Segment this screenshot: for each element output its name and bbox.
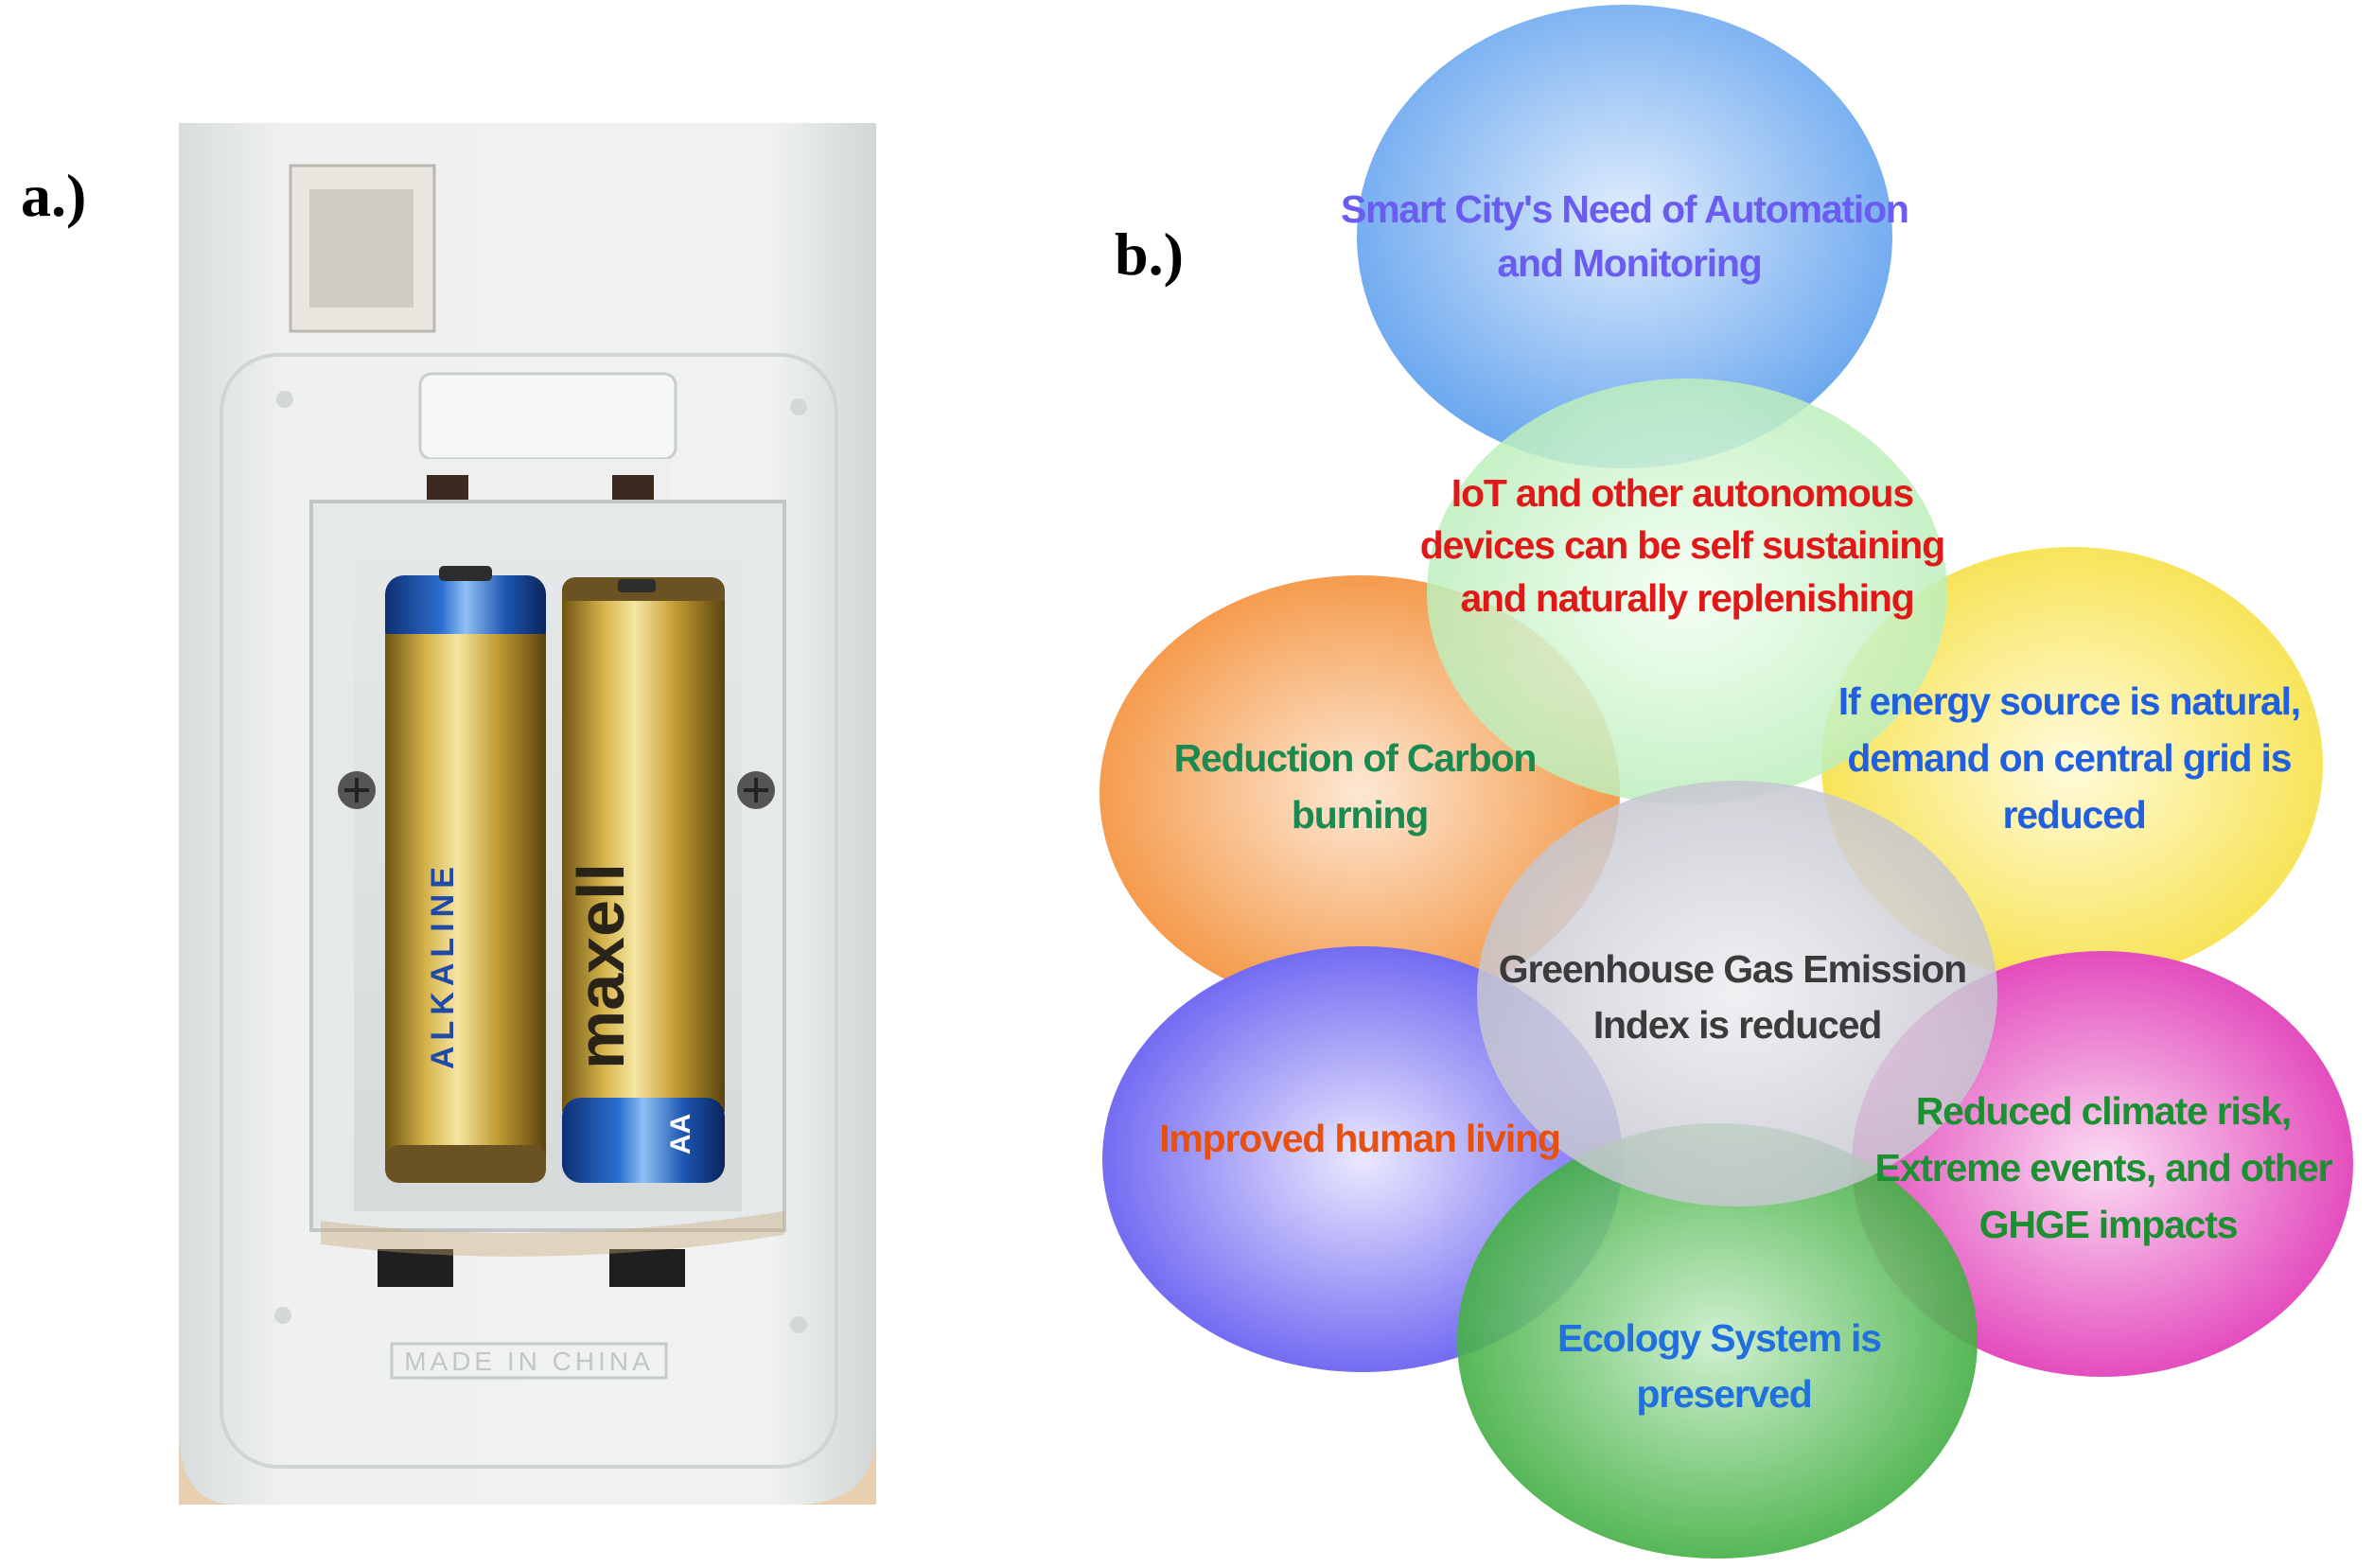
panel-label-a: a.) [21, 162, 87, 229]
battery-left-type: ALKALINE [425, 861, 461, 1069]
remote-battery-compartment-photo: ALKALINE maxell AA MADE IN CHINA [179, 123, 876, 1505]
bubble-center [1477, 781, 1997, 1207]
bubble-top [1357, 5, 1892, 468]
bubble-left-lower-text: Improved human living [1159, 1117, 1560, 1160]
battery-right: maxell AA [562, 577, 725, 1183]
panel-label-b: b.) [1115, 220, 1184, 288]
battery-right-brand: maxell [564, 863, 638, 1069]
battery-right-size: AA [665, 1114, 696, 1154]
battery-left: ALKALINE [385, 566, 546, 1183]
ghg-reduction-bubble-diagram: Smart City's Need of Automation and Moni… [1099, 5, 2353, 1559]
bubble-top-text: Smart City's Need of Automation and Moni… [1341, 187, 1918, 285]
bubble-left-upper-text: Reduction of Carbon burning [1174, 736, 1546, 837]
bubble-center-text: Greenhouse Gas Emission Index is reduced [1499, 947, 1976, 1047]
bubble-iot [1427, 379, 1947, 804]
bubble-bottom-text: Ecology System is preserved [1557, 1316, 1890, 1416]
bubble-right-upper-text: If energy source is natural, demand on c… [1838, 679, 2310, 837]
bubble-iot-text: IoT and other autonomous devices can be … [1420, 471, 1954, 620]
bubble-right-lower-text: Reduced climate risk, Extreme events, an… [1875, 1089, 2342, 1246]
bubble-bottom [1457, 1123, 1978, 1559]
case-marking: MADE IN CHINA [404, 1347, 654, 1376]
